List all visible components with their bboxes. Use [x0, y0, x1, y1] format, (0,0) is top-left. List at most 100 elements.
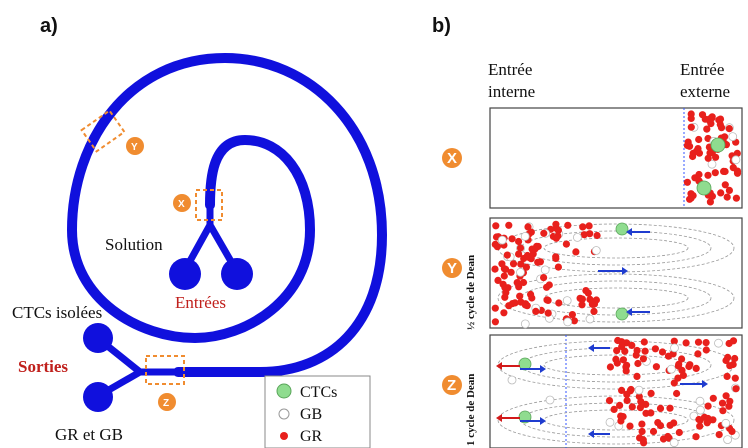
rbc-cell: [519, 278, 528, 287]
rbc-cell: [640, 338, 648, 346]
marker-x-text: X: [178, 199, 185, 210]
label-gr-gb: GR et GB: [55, 425, 123, 444]
legend-gb-label: GB: [300, 406, 322, 423]
rbc-cell: [517, 260, 525, 268]
legend-gr-icon: [280, 432, 288, 440]
gb-cell: [667, 364, 676, 374]
arrow-fd-y-head: [622, 267, 628, 275]
rbc-cell: [706, 149, 714, 157]
rbc-cell: [718, 399, 727, 407]
label-half-dean-cycle: ½ cycle de Dean: [465, 255, 477, 330]
rbc-cell: [732, 194, 741, 202]
rbc-cell: [726, 362, 734, 370]
rbc-cell: [639, 355, 648, 363]
rbc-cell: [695, 135, 703, 144]
rbc-cell: [633, 346, 641, 355]
rbc-cell: [692, 364, 700, 372]
rbc-cell: [705, 115, 714, 123]
legend-gb-icon: [278, 408, 290, 420]
dean-vortex-line: [543, 237, 689, 259]
rbc-cell: [564, 221, 572, 229]
rbc-cell: [666, 421, 674, 429]
rbc-cell: [585, 222, 593, 230]
rbc-cell: [515, 250, 523, 258]
rbc-cell: [651, 345, 660, 353]
rbc-cell: [578, 301, 586, 309]
rbc-cell: [689, 152, 697, 161]
rbc-cell: [577, 295, 585, 303]
rbc-cell: [623, 361, 631, 369]
rbc-cell: [491, 318, 499, 326]
rbc-cell: [633, 372, 641, 380]
rbc-cell: [590, 307, 598, 315]
rbc-cell: [501, 284, 509, 292]
rbc-cell: [683, 178, 692, 186]
rbc-cell: [554, 263, 563, 271]
gb-cell: [563, 317, 573, 327]
label-sorties: Sorties: [18, 357, 68, 376]
rbc-cell: [659, 435, 668, 443]
rbc-cell: [500, 309, 508, 317]
rbc-cell: [554, 232, 562, 240]
rbc-cell: [721, 181, 729, 189]
gb-cell: [540, 265, 550, 275]
rbc-cell: [641, 347, 649, 355]
rbc-cell: [731, 354, 739, 363]
rbc-cell: [544, 309, 552, 317]
rbc-cell: [610, 405, 618, 413]
rbc-cell: [628, 341, 636, 349]
gb-cell: [520, 231, 530, 241]
rbc-cell: [582, 287, 590, 295]
rbc-cell: [725, 125, 733, 133]
rbc-cell: [623, 396, 631, 405]
gb-cell: [696, 405, 705, 415]
rbc-cell: [544, 296, 552, 304]
rbc-cell: [706, 198, 715, 206]
rbc-cell: [694, 145, 702, 153]
rbc-cell: [638, 427, 646, 436]
rbc-cell: [652, 363, 661, 371]
rbc-cell: [674, 362, 683, 370]
rbc-cell: [654, 419, 662, 427]
inlet-port-buffer: [221, 258, 253, 290]
rbc-cell: [634, 359, 642, 368]
rbc-cell: [494, 276, 502, 284]
rbc-cell: [658, 348, 667, 356]
rbc-cell: [511, 299, 519, 307]
rbc-cell: [626, 422, 634, 430]
rbc-cell: [509, 260, 518, 268]
marker-z-text: Z: [163, 398, 169, 409]
legend-ctc-icon: [276, 383, 292, 399]
label-solution: Solution: [105, 235, 163, 254]
marker-y-text: Y: [131, 142, 138, 153]
gb-cell: [695, 396, 705, 406]
gb-cell: [670, 343, 679, 353]
rbc-cell: [717, 124, 726, 132]
ctc-cell: [615, 222, 629, 236]
rbc-cell: [492, 222, 500, 230]
rbc-cell: [729, 164, 737, 172]
label-entrees: Entrées: [175, 293, 226, 312]
rbc-cell: [586, 295, 594, 303]
legend-ctcs-label: CTCs: [300, 384, 337, 401]
rbc-cell: [678, 355, 686, 363]
rbc-cell: [618, 386, 626, 394]
marker-x-large-text: X: [447, 150, 457, 167]
rbc-cell: [647, 409, 655, 417]
rbc-cell: [613, 347, 621, 355]
rbc-cell: [619, 356, 628, 364]
rbc-cell: [702, 346, 710, 354]
rbc-cell: [729, 337, 738, 345]
rbc-cell: [666, 404, 674, 412]
rbc-cell: [627, 385, 635, 394]
gb-cell: [728, 132, 738, 142]
rbc-cell: [636, 434, 644, 442]
dean-vortex-line: [497, 223, 735, 273]
rbc-cell: [621, 347, 629, 355]
rbc-cell: [572, 248, 580, 256]
rbc-cell: [702, 339, 710, 347]
rbc-cell: [704, 417, 713, 425]
rbc-cell: [733, 169, 742, 177]
rbc-cell: [524, 223, 532, 231]
